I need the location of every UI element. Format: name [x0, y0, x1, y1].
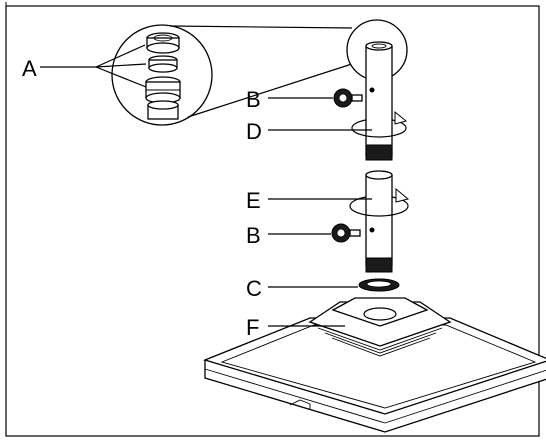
- label-f: F: [246, 315, 259, 340]
- umbrella-base: [203, 297, 546, 433]
- label-b-lower: B: [246, 223, 261, 248]
- detail-connector-upper: [169, 25, 353, 29]
- detail-connector-lower: [187, 61, 359, 118]
- label-d: D: [246, 119, 262, 144]
- lower-knob: [331, 223, 361, 243]
- label-a: A: [22, 56, 37, 81]
- detail-circle: [111, 24, 213, 126]
- detail-sleeve-lower: [145, 76, 181, 104]
- detail-inset: [111, 24, 359, 126]
- lower-rotation-arrow: [349, 187, 410, 217]
- label-c: C: [246, 276, 262, 301]
- upper-rotation-arrow: [351, 110, 408, 138]
- detail-tube: [147, 100, 179, 120]
- frame-border: [5, 5, 540, 437]
- leader-lines: [40, 44, 372, 327]
- detail-cap-top: [146, 32, 180, 54]
- label-b-upper: B: [246, 87, 261, 112]
- washer: [358, 278, 400, 292]
- detail-ring-middle: [148, 55, 178, 73]
- lower-tube-thread: [365, 257, 393, 273]
- lower-tube: [349, 170, 410, 273]
- upper-tube: [346, 19, 408, 161]
- label-e: E: [246, 188, 261, 213]
- upper-tube-hole: [369, 87, 375, 93]
- upper-knob: [333, 88, 363, 108]
- lower-tube-hole: [369, 227, 375, 233]
- upper-tube-thread: [365, 144, 393, 161]
